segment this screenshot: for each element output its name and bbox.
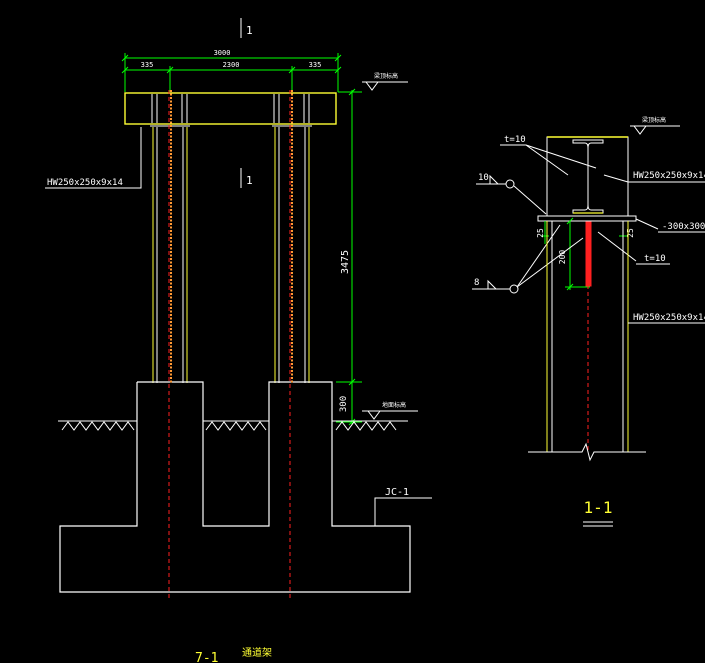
plate-t-leader-2	[525, 144, 597, 169]
weld-8-leader-2	[516, 237, 584, 288]
ground-line	[58, 420, 408, 431]
caption-text: 通道架	[242, 646, 272, 659]
weld-8-triangle	[487, 279, 497, 290]
dim-right: 335	[309, 61, 322, 69]
rebar-lines	[170, 90, 293, 384]
section-column-label: HW250x250x9x14	[633, 313, 705, 323]
weld-10-label: 10	[478, 173, 489, 183]
elevation-view: 1 1 3000 335 2300 335	[45, 18, 432, 663]
dim-plinth: 300	[339, 396, 349, 412]
weld-8-leader-1	[516, 224, 561, 288]
dim-25-left: 25	[536, 228, 545, 238]
dim-25-right: 25	[626, 228, 635, 238]
section-elev-label: 梁顶标高	[642, 116, 666, 124]
center-lines	[168, 90, 291, 598]
weld-10-leader	[513, 185, 547, 215]
top-beam	[124, 92, 337, 125]
footing-leader	[374, 497, 432, 526]
base-plate	[537, 215, 637, 222]
dim-left: 335	[141, 61, 154, 69]
break-line	[528, 442, 646, 462]
elev-top-label: 梁顶标高	[374, 72, 398, 80]
section-title: 1-1	[584, 498, 613, 517]
plate-t-stiff: t=10	[644, 254, 666, 264]
beam-stiffeners	[151, 94, 310, 123]
dim-mid: 2300	[223, 61, 240, 69]
section-view: 梁顶标高 t=10 10 HW250x250x9x14 -300x300x	[472, 116, 705, 527]
plate-label-leader	[635, 218, 659, 230]
section-mark-top: 1	[246, 24, 253, 37]
beam-label-tick	[603, 174, 629, 183]
dimension-vertical	[336, 88, 362, 426]
weld-8-label: 8	[474, 278, 479, 288]
plate-label: -300x300x	[662, 222, 705, 232]
weld-8-circle	[509, 284, 519, 294]
column-leader	[45, 127, 142, 189]
dim-height: 3475	[340, 250, 351, 274]
plate-t-top: t=10	[504, 135, 526, 145]
weld-10-circle	[505, 179, 515, 189]
right-column	[274, 127, 310, 383]
section-elevation-symbol	[630, 125, 680, 135]
foundation-outline	[59, 381, 411, 593]
dim-total: 3000	[214, 49, 231, 57]
elev-ground-label: 地面标高	[382, 401, 406, 409]
footing-label: JC-1	[385, 487, 409, 498]
elevation-symbol-top	[362, 81, 408, 91]
stiff-leader	[597, 231, 637, 262]
dimension-chain-top	[121, 53, 342, 92]
section-dimensions	[541, 217, 627, 291]
weld-10-triangle	[489, 174, 499, 185]
elevation-symbol-ground	[362, 410, 418, 420]
section-mark-mid: 1	[246, 174, 253, 187]
left-column	[152, 127, 188, 383]
caption-number: 7-1	[195, 651, 218, 663]
beam-label: HW250x250x9x14	[633, 171, 705, 181]
plate-t-leader-1	[525, 144, 569, 176]
column-label: HW250x250x9x14	[47, 178, 123, 188]
dim-200: 200	[558, 250, 567, 265]
section-column	[546, 221, 629, 452]
